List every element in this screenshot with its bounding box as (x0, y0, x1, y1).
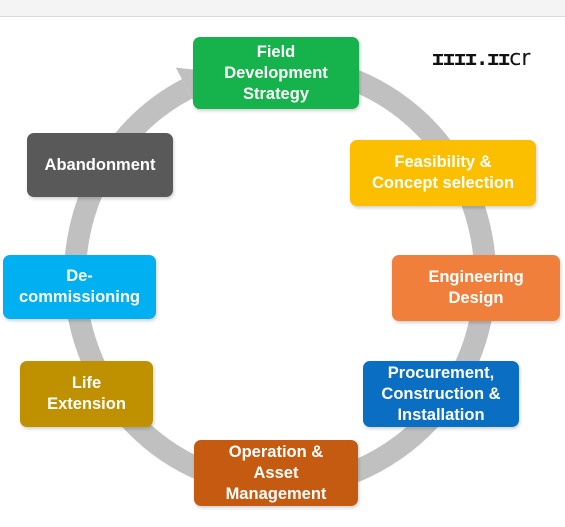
stage-engineering-design: Engineering Design (392, 255, 560, 321)
stage-procurement-construction-installation: Procurement, Construction & Installation (363, 361, 519, 427)
company-logo: ɪɪɪɪ.ɪɪcr (432, 46, 530, 71)
stage-abandonment: Abandonment (27, 133, 173, 197)
stage-feasibility-concept-selection: Feasibility & Concept selection (350, 140, 536, 206)
stage-operation-asset-management: Operation & Asset Management (194, 440, 358, 506)
stage-life-extension: Life Extension (20, 361, 153, 427)
logo-text: cr (509, 46, 531, 71)
stage-field-development-strategy: Field Development Strategy (193, 37, 359, 109)
logo-mark-icon: ɪɪɪɪ.ɪɪ (432, 46, 510, 70)
browser-top-strip (0, 0, 565, 17)
stage-de-commissioning: De- commissioning (3, 255, 156, 319)
